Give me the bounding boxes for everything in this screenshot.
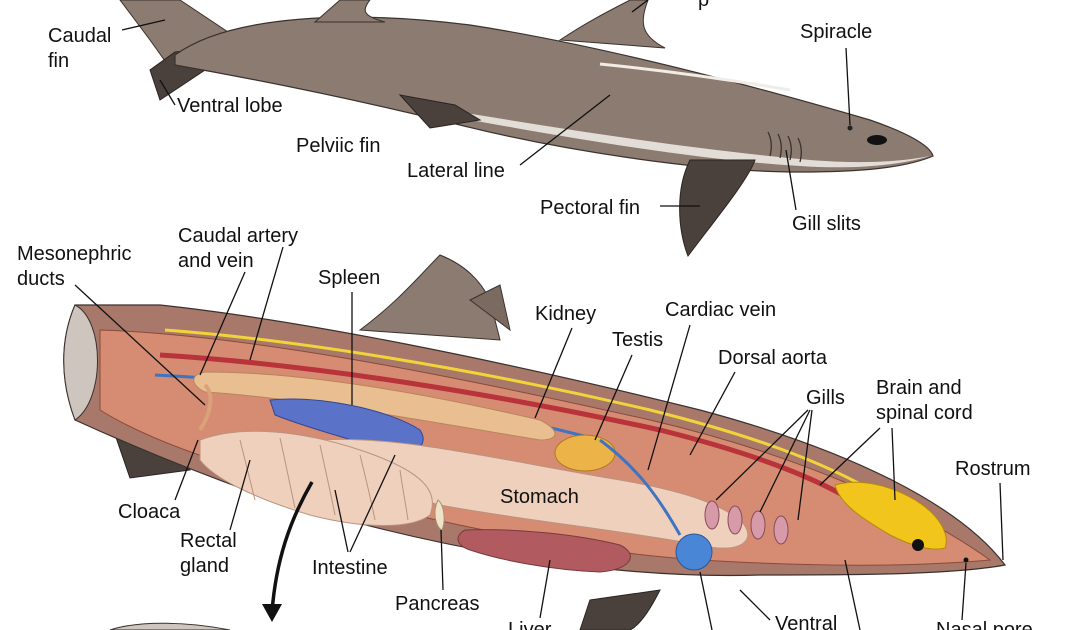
leader-ventral-lobe [159, 79, 176, 106]
rectal-gland [198, 383, 213, 432]
intestine [199, 430, 433, 526]
testis [554, 434, 616, 472]
label-brain-2: spinal cord [876, 402, 973, 424]
leader-gills-1 [715, 409, 809, 501]
label-caudal-artery-2: and vein [178, 250, 254, 272]
leader-ventral [739, 589, 771, 621]
label-lateral-line: Lateral line [407, 160, 505, 182]
label-kidney: Kidney [535, 303, 596, 325]
leader-lateral-line [519, 94, 611, 166]
shark-eye [867, 135, 887, 145]
leader-liver [539, 559, 551, 619]
kidney [193, 371, 556, 441]
label-rectal-gland-2: gland [180, 555, 229, 577]
leader-dorsal-aorta [689, 371, 736, 456]
label-mesonephric-ducts-1: Mesonephric [17, 243, 132, 265]
label-brain-1: Brain and [876, 377, 962, 399]
leader-cardiac-vein [647, 324, 691, 471]
gill-slits [767, 131, 802, 163]
pancreas [434, 499, 445, 531]
external-shark [119, 0, 934, 258]
leader-extra [844, 559, 861, 630]
label-dorsal-aorta: Dorsal aorta [718, 347, 828, 369]
internal-shark [63, 254, 1007, 630]
spiracle [847, 125, 853, 131]
label-liver: Liver [508, 619, 552, 630]
leader-caudal-artery [249, 246, 284, 361]
leader-rostrum [999, 482, 1004, 561]
cropped-shape [109, 622, 231, 630]
lateral-line [599, 62, 791, 92]
label-dorsal-partial: p [698, 0, 709, 11]
internal-dorsal-fin-rear [469, 284, 511, 332]
nasal-pore-dot [963, 557, 969, 563]
label-spleen: Spleen [318, 267, 380, 289]
leader-spinal-cord [819, 427, 881, 486]
leader-brain [891, 427, 896, 501]
label-nasal-pore: Nasal pore [936, 619, 1033, 630]
shark-belly [460, 112, 930, 168]
spinal-cord [164, 328, 881, 497]
gill-arches [704, 500, 789, 545]
label-rostrum: Rostrum [955, 458, 1031, 480]
zoom-arrowhead [262, 604, 282, 622]
leader-intestine-1 [334, 489, 349, 553]
leader-cloaca [174, 439, 199, 501]
label-testis: Testis [612, 329, 663, 351]
pectoral-fin [679, 159, 756, 258]
leader-kidney [534, 327, 573, 419]
label-rectal-gland-1: Rectal [180, 530, 237, 552]
leader-pancreas [440, 529, 444, 591]
label-spiracle: Spiracle [800, 21, 872, 43]
leader-nasal-pore [961, 562, 967, 621]
label-stomach: Stomach [500, 486, 579, 508]
internal-eye [912, 539, 924, 551]
label-pectoral-fin: Pectoral fin [540, 197, 640, 219]
internal-dorsal-fin [358, 254, 501, 341]
leader-heart [699, 571, 713, 630]
leader-caudal-fin [121, 19, 166, 31]
heart [675, 533, 713, 571]
leader-caudal-vein [199, 271, 246, 376]
label-cloaca: Cloaca [118, 501, 181, 523]
cardiac-vein [599, 438, 682, 536]
label-cardiac-vein: Cardiac vein [665, 299, 776, 321]
label-pelvic-fin: Pelviic fin [296, 135, 380, 157]
dorsal-aorta [159, 352, 862, 508]
leader-intestine-2 [349, 454, 396, 553]
label-caudal-fin-1: Caudal [48, 25, 111, 47]
label-mesonephric-ducts-2: ducts [17, 268, 65, 290]
label-gills: Gills [806, 387, 845, 409]
leader-rectal-gland [229, 459, 251, 531]
zoom-arrow [270, 481, 314, 613]
external-labels: Caudal fin Ventral lobe Pelviic fin Late… [48, 0, 872, 235]
liver [457, 529, 631, 573]
tail-cross-section [63, 304, 98, 421]
internal-labels: Mesonephric ducts Caudal artery and vein… [17, 225, 1033, 630]
pelvic-fin [398, 94, 482, 129]
leader-gills-2 [759, 409, 811, 513]
leader-testis [594, 354, 633, 441]
label-ventral-lobe: Ventral lobe [177, 95, 283, 117]
leader-mesonephric-ducts [74, 284, 206, 406]
label-gill-slits: Gill slits [792, 213, 861, 235]
leader-gill-slits [785, 149, 797, 211]
leader-gills-3 [797, 409, 813, 521]
second-dorsal-fin [313, 0, 386, 23]
label-caudal-artery-1: Caudal artery [178, 225, 298, 247]
first-dorsal-fin [558, 0, 666, 49]
label-caudal-fin-2: fin [48, 50, 69, 72]
label-pancreas: Pancreas [395, 593, 480, 615]
leader-spiracle [845, 47, 851, 126]
brain [834, 481, 947, 550]
label-ventral: Ventral [775, 613, 837, 630]
label-intestine: Intestine [312, 557, 388, 579]
leader-dorsal-fin [631, 0, 649, 13]
internal-pectoral-fin [579, 589, 661, 630]
